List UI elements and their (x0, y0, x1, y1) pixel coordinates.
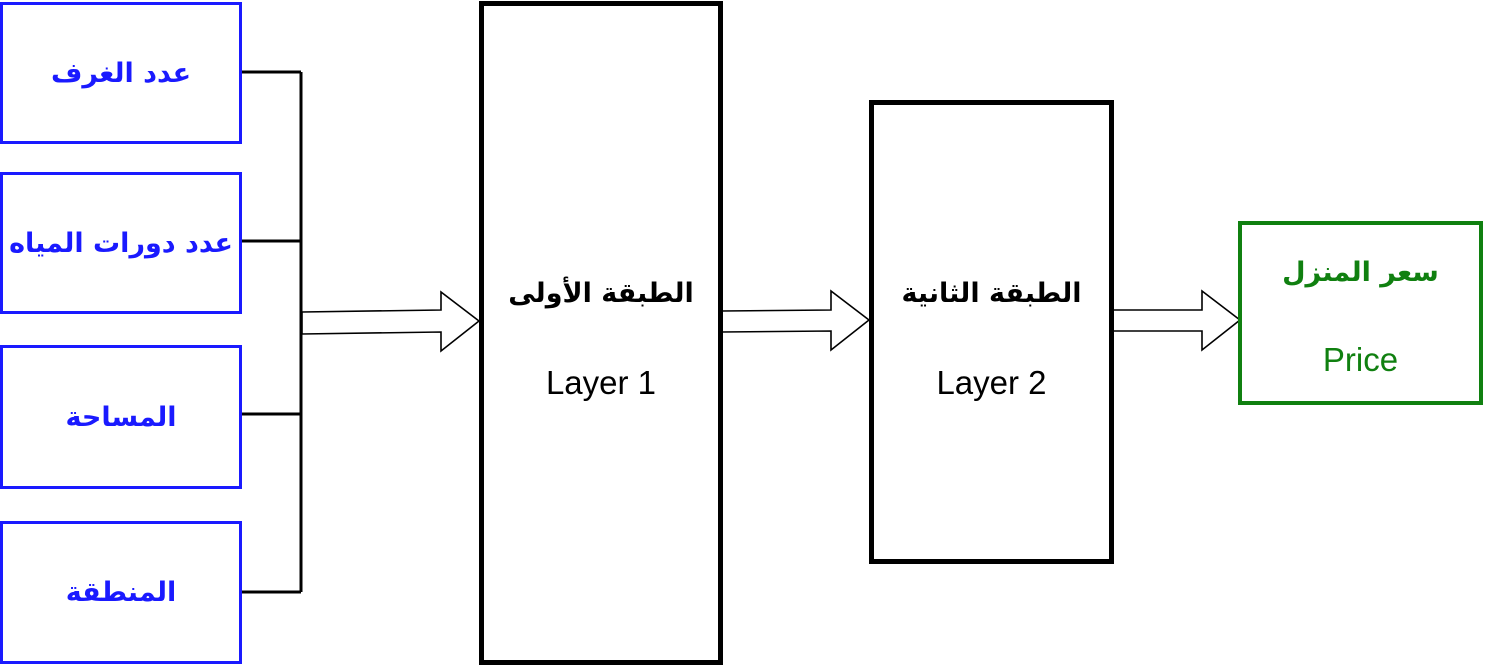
layer2-box: الطبقة الثانية Layer 2 (869, 100, 1114, 564)
layer1-label-en: Layer 1 (545, 364, 657, 401)
output-label-en: Price (1322, 341, 1399, 378)
layer1-label-ar: الطبقة الأولى (508, 278, 694, 309)
input-box-region: المنطقة (0, 521, 242, 664)
input-label-bathrooms: عدد دورات المياه (9, 227, 233, 259)
input-box-rooms: عدد الغرف (0, 2, 242, 144)
input-box-bathrooms: عدد دورات المياه (0, 172, 242, 314)
layer2-label-ar: الطبقة الثانية (901, 278, 1082, 309)
arrow-layer1-to-layer2 (721, 289, 871, 352)
layer2-label-en: Layer 2 (936, 364, 1047, 401)
output-label-ar: سعر المنزل (1282, 257, 1439, 288)
arrow-layer2-to-output (1112, 289, 1242, 352)
input-bracket (241, 70, 303, 594)
output-box: سعر المنزل Price (1238, 221, 1483, 405)
input-label-area: المساحة (65, 401, 177, 433)
input-label-region: المنطقة (65, 577, 177, 608)
input-box-area: المساحة (0, 345, 242, 489)
input-label-rooms: عدد الغرف (50, 57, 192, 89)
layer1-box: الطبقة الأولى Layer 1 (479, 1, 723, 665)
arrow-inputs-to-layer1 (301, 290, 481, 353)
